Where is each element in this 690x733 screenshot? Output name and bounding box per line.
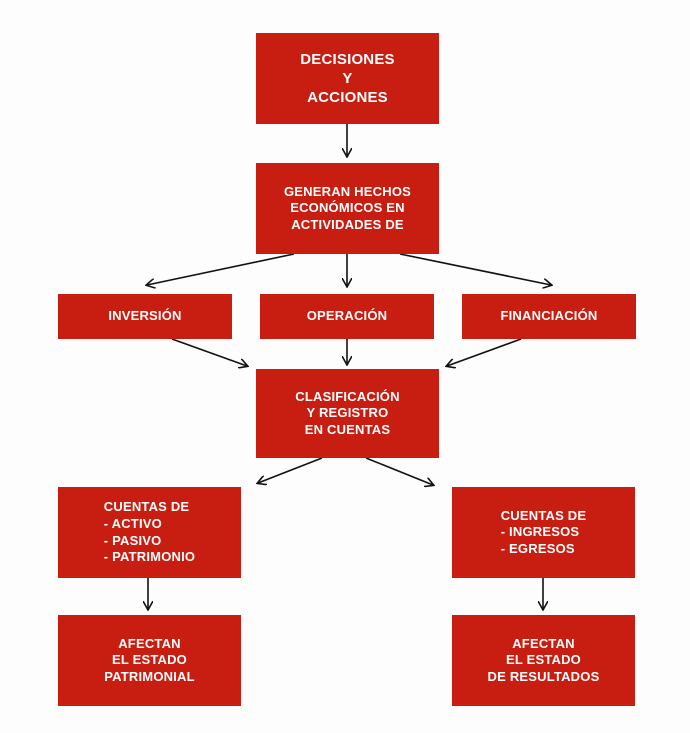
operacion-label: OPERACIÓN xyxy=(306,308,388,324)
arrow-generan-financiacion xyxy=(399,253,551,285)
generan-label: GENERAN HECHOS ECONÓMICOS EN ACTIVIDADES… xyxy=(283,183,412,232)
afectan-patrimonial-box: AFECTAN EL ESTADO PATRIMONIAL xyxy=(58,615,241,706)
cuentas-ingresos-box: CUENTAS DE - INGRESOS - EGRESOS xyxy=(452,487,635,578)
financiacion-label: FINANCIACIÓN xyxy=(500,308,598,324)
financiacion-box: FINANCIACIÓN xyxy=(462,294,636,339)
decisiones-box: DECISIONES Y ACCIONES xyxy=(256,33,439,124)
inversion-label: INVERSIÓN xyxy=(108,308,182,324)
arrow-financiacion-clasificacion xyxy=(447,338,522,366)
generan-box: GENERAN HECHOS ECONÓMICOS EN ACTIVIDADES… xyxy=(256,163,439,254)
cuentas-activo-box: CUENTAS DE - ACTIVO - PASIVO - PATRIMONI… xyxy=(58,487,241,578)
afectan-resultados-box: AFECTAN EL ESTADO DE RESULTADOS xyxy=(452,615,635,706)
inversion-box: INVERSIÓN xyxy=(58,294,232,339)
clasificacion-label: CLASIFICACIÓN Y REGISTRO EN CUENTAS xyxy=(295,388,400,437)
cuentas-activo-label: CUENTAS DE - ACTIVO - PASIVO - PATRIMONI… xyxy=(103,499,196,565)
arrow-clasificacion-ingresos xyxy=(365,457,433,485)
decisiones-label: DECISIONES Y ACCIONES xyxy=(300,50,395,107)
clasificacion-box: CLASIFICACIÓN Y REGISTRO EN CUENTAS xyxy=(256,369,439,458)
arrow-generan-inversion xyxy=(147,253,295,285)
arrow-inversion-clasificacion xyxy=(171,338,247,366)
afectan-resultados-label: AFECTAN EL ESTADO DE RESULTADOS xyxy=(487,635,600,684)
arrow-clasificacion-activo xyxy=(258,457,323,483)
cuentas-ingresos-label: CUENTAS DE - INGRESOS - EGRESOS xyxy=(500,507,587,556)
operacion-box: OPERACIÓN xyxy=(260,294,434,339)
afectan-patrimonial-label: AFECTAN EL ESTADO PATRIMONIAL xyxy=(104,635,195,684)
